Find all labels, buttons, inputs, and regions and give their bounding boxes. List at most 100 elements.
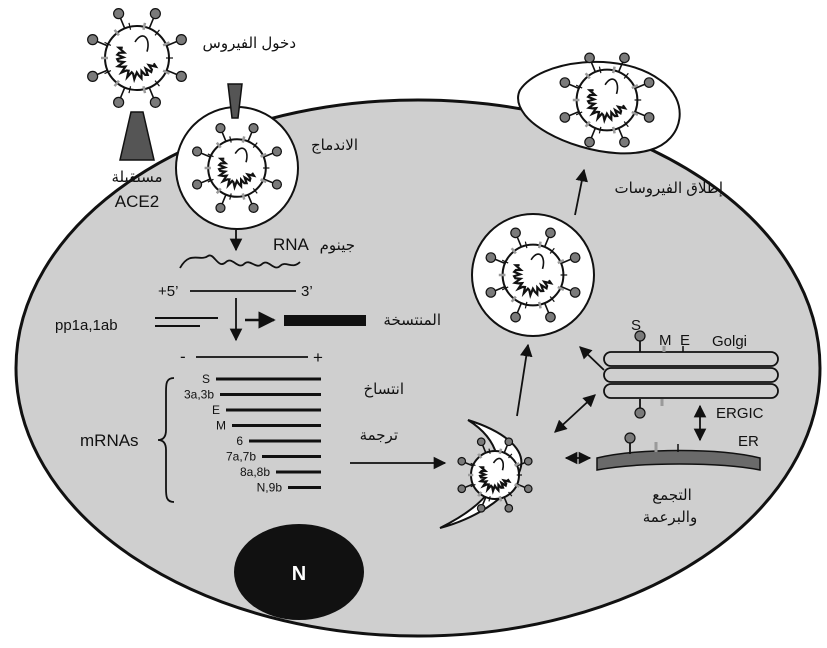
spike-head (569, 252, 581, 263)
membrane-protein (514, 483, 520, 488)
membrane-protein (241, 136, 246, 143)
spike-head (485, 287, 497, 298)
membrane-protein (241, 193, 246, 200)
secretory-vesicle (471, 213, 595, 337)
nucleocapsid-rna (477, 466, 512, 495)
membrane-protein (557, 285, 565, 291)
membrane-protein (162, 69, 170, 75)
mrna-label: 8a,8b (240, 465, 270, 479)
er-proteins (624, 432, 679, 454)
mrna-brace (157, 377, 175, 503)
membrane-protein (623, 72, 629, 79)
viral-envelope (575, 68, 639, 132)
membrane-protein (104, 70, 112, 75)
arrow-vesicle-to-release (574, 168, 588, 216)
rna-loop (234, 147, 248, 163)
spike-head (584, 52, 595, 64)
membrane-protein (477, 453, 483, 459)
membrane-protein (524, 301, 528, 309)
rna-loop (134, 35, 149, 52)
spike-head (523, 484, 533, 494)
membrane-protein (631, 84, 639, 90)
mrnas-label: mRNAs (80, 431, 139, 450)
membrane-protein (598, 126, 602, 134)
transcription-label: انتساخ (363, 381, 404, 398)
receptor-label-en: ACE2 (115, 192, 159, 211)
membrane-protein (611, 126, 616, 134)
receptor-label-ar: مستقبلة (111, 169, 162, 186)
spike-head (569, 287, 581, 298)
minus-label: - (180, 347, 186, 366)
release-label: إطلاق الفيروسات (615, 180, 724, 197)
membrane-protein (162, 41, 170, 47)
membrane-protein (557, 259, 565, 265)
virus-entry-label: دخول الفيروس (203, 35, 296, 52)
nucleus-label: N (292, 563, 306, 585)
membrane-protein (611, 66, 616, 74)
membrane-protein (598, 66, 602, 74)
fusion-endosome (175, 83, 299, 230)
spike-head (149, 96, 161, 108)
membrane-protein (510, 247, 517, 255)
membrane-protein (549, 247, 555, 254)
membrane-protein (154, 29, 160, 36)
spike-head (175, 34, 187, 46)
membrane-protein (584, 72, 591, 80)
spike-head (504, 503, 514, 513)
protein-s-label: S (631, 317, 641, 334)
viral-envelope (470, 450, 520, 500)
membrane-protein (575, 84, 583, 89)
rna-loop (530, 253, 545, 270)
five-prime-label: +5’ (158, 283, 178, 300)
pp1a-label: pp1a,1ab (55, 317, 118, 334)
membrane-protein (501, 286, 509, 291)
spike-head (87, 34, 99, 46)
spike-head (191, 179, 203, 190)
product-label: المنتسخة (383, 312, 441, 329)
membrane-protein (229, 193, 232, 200)
membrane-protein (498, 495, 503, 502)
assembly-vesicle (439, 419, 533, 529)
membrane-protein (470, 462, 476, 467)
membrane-protein (623, 121, 629, 128)
spike-head (559, 112, 571, 123)
membrane-protein (259, 152, 267, 158)
spike-head (248, 122, 259, 134)
mrna-label: S (202, 372, 210, 386)
membrane-protein (477, 491, 483, 497)
viral-envelope (207, 138, 267, 198)
nucleocapsid-rna (586, 89, 628, 125)
arrow-assembly-to-vesicle (516, 343, 533, 417)
spike-head (113, 96, 125, 108)
spike-head (510, 227, 521, 239)
membrane-protein (207, 178, 214, 183)
golgi-proteins (634, 330, 684, 352)
membrane-protein (508, 491, 513, 497)
rna-loop (604, 78, 619, 95)
membrane-protein (142, 85, 147, 94)
spike-head (619, 136, 630, 148)
plus-label: + (313, 348, 323, 367)
translation-label: ترجمة (360, 427, 398, 444)
spike-head (271, 146, 283, 157)
membrane-protein (128, 22, 132, 30)
membrane-protein (215, 141, 222, 149)
mrna-label: E (212, 403, 220, 417)
membrane-protein (229, 136, 232, 143)
spike-head (175, 70, 187, 82)
assembly-label-2: والبرعمة (643, 509, 697, 526)
nucleocapsid-rna (512, 264, 554, 300)
spike-head (476, 437, 486, 447)
ergic-proteins (634, 399, 664, 419)
arrow-assembly-golgi (554, 394, 596, 433)
release-vesicle (516, 52, 681, 155)
free-virion (87, 8, 187, 108)
spike-head (476, 503, 486, 513)
spike-head (149, 8, 161, 20)
membrane-protein (207, 153, 214, 158)
membrane-protein (154, 80, 160, 87)
membrane-protein (537, 241, 542, 249)
membrane-protein (104, 41, 112, 46)
